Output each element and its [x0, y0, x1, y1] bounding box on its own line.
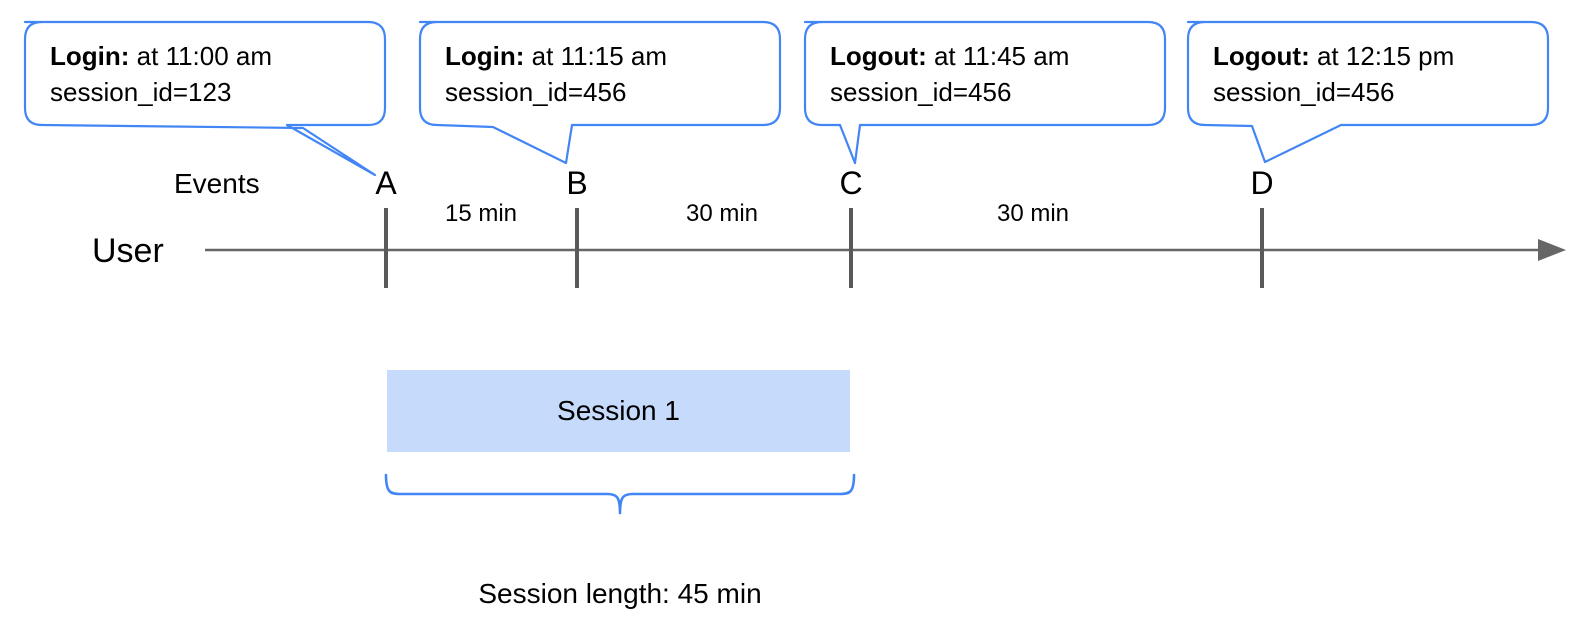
gap-label-bc: 30 min	[685, 200, 759, 227]
callout-d-time: at 12:15 pm	[1316, 41, 1455, 71]
callout-d-label: Logout:	[1213, 41, 1310, 71]
callout-c-line1: Logout: at 11:45 am	[830, 38, 1069, 74]
marker-label-c: C	[839, 165, 863, 201]
session-bar: Session 1	[387, 370, 850, 452]
callout-a-label: Login:	[50, 41, 130, 71]
session-length-label: Session length: 45 min	[478, 578, 762, 609]
callout-c-text: Logout: at 11:45 am session_id=456	[830, 38, 1069, 110]
callout-b-label: Login:	[445, 41, 525, 71]
callout-c-time: at 11:45 am	[933, 41, 1070, 71]
marker-label-d: D	[1250, 165, 1274, 201]
events-row-label: Events	[174, 168, 260, 199]
callout-d-text: Logout: at 12:15 pm session_id=456	[1213, 38, 1454, 110]
session-bar-label: Session 1	[557, 395, 680, 426]
user-row-label: User	[92, 232, 164, 270]
session-brace	[384, 473, 856, 515]
callout-d-line2: session_id=456	[1213, 77, 1395, 107]
marker-label-b: B	[566, 165, 588, 201]
callout-a-line1: Login: at 11:00 am	[50, 38, 272, 74]
callout-c-label: Logout:	[830, 41, 927, 71]
marker-label-a: A	[375, 165, 397, 201]
callout-b-text: Login: at 11:15 am session_id=456	[445, 38, 667, 110]
timeline-axis	[205, 239, 1566, 261]
callout-b-time: at 11:15 am	[531, 41, 668, 71]
gap-label-ab: 15 min	[444, 200, 518, 227]
callout-a-text: Login: at 11:00 am session_id=123	[50, 38, 272, 110]
callout-c-line2: session_id=456	[830, 77, 1012, 107]
callout-a-time: at 11:00 am	[136, 41, 273, 71]
timeline-ticks	[384, 208, 1264, 288]
gap-label-cd: 30 min	[996, 200, 1070, 227]
callout-b-line2: session_id=456	[445, 77, 627, 107]
callout-d-line1: Logout: at 12:15 pm	[1213, 38, 1454, 74]
callout-b-line1: Login: at 11:15 am	[445, 38, 667, 74]
callout-a-line2: session_id=123	[50, 77, 232, 107]
